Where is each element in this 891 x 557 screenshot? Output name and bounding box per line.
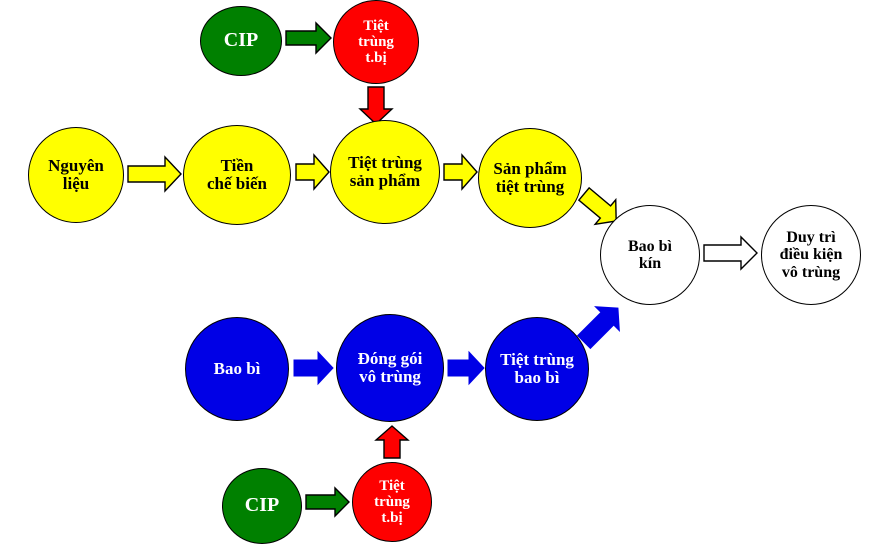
arrow-sealed-package-to-maintain-aseptic — [703, 235, 758, 271]
node-label: Tiền chế biến — [207, 155, 267, 193]
arrow-pre-processing-to-sterilize-product — [295, 153, 330, 191]
arrow-raw-material-to-pre-processing — [127, 155, 182, 193]
node-pre-processing: Tiền chế biến — [183, 125, 291, 225]
node-label: Đóng gói vô trùng — [357, 348, 423, 386]
node-label: Bao bì — [213, 358, 261, 378]
node-label: CIP — [223, 29, 259, 52]
node-sealed-package: Bao bì kín — [600, 205, 700, 305]
node-label: Tiệt trùng bao bì — [500, 349, 574, 387]
node-maintain-aseptic-condition: Duy trì điều kiện vô trùng — [761, 205, 861, 305]
arrow-aseptic-packing-to-sterilize-packaging — [447, 350, 485, 386]
node-sterilize-packaging: Tiệt trùng bao bì — [485, 317, 589, 421]
node-packaging: Bao bì — [185, 317, 289, 421]
node-label: CIP — [244, 494, 280, 517]
node-label: Bao bì kín — [627, 237, 672, 272]
arrow-sterilize-equipment-bottom-to-aseptic-packing — [374, 425, 410, 459]
node-cip-top: CIP — [200, 6, 282, 76]
node-label: Nguyên liệu — [48, 155, 104, 193]
arrow-sterilize-equipment-top-to-sterilize-product — [358, 86, 394, 125]
node-sterilize-product: Tiệt trùng sản phẩm — [330, 120, 440, 224]
arrow-sterilize-product-to-sterilized-product — [443, 153, 478, 191]
node-label: Duy trì điều kiện vô trùng — [779, 229, 843, 281]
node-label: Tiệt trùng t.bị — [374, 477, 410, 527]
node-label: Sản phẩm tiệt trùng — [493, 158, 567, 196]
node-raw-material: Nguyên liệu — [28, 127, 124, 223]
arrow-packaging-to-aseptic-packing — [293, 350, 334, 386]
node-cip-bottom: CIP — [222, 468, 302, 544]
node-sterilized-product: Sản phẩm tiệt trùng — [478, 128, 582, 228]
node-label: Tiệt trùng t.bị — [358, 17, 394, 67]
arrow-cip-bottom-to-sterilize-equipment-bottom — [305, 486, 350, 518]
node-sterilize-equipment-top: Tiệt trùng t.bị — [333, 0, 419, 84]
node-sterilize-equipment-bottom: Tiệt trùng t.bị — [352, 462, 432, 542]
arrow-sterilized-product-to-sealed-package — [577, 186, 617, 226]
arrow-cip-top-to-sterilize-equipment-top — [285, 21, 332, 55]
node-aseptic-packing: Đóng gói vô trùng — [336, 314, 444, 422]
arrow-sterilize-packaging-to-sealed-package — [576, 306, 620, 350]
node-label: Tiệt trùng sản phẩm — [348, 152, 422, 190]
